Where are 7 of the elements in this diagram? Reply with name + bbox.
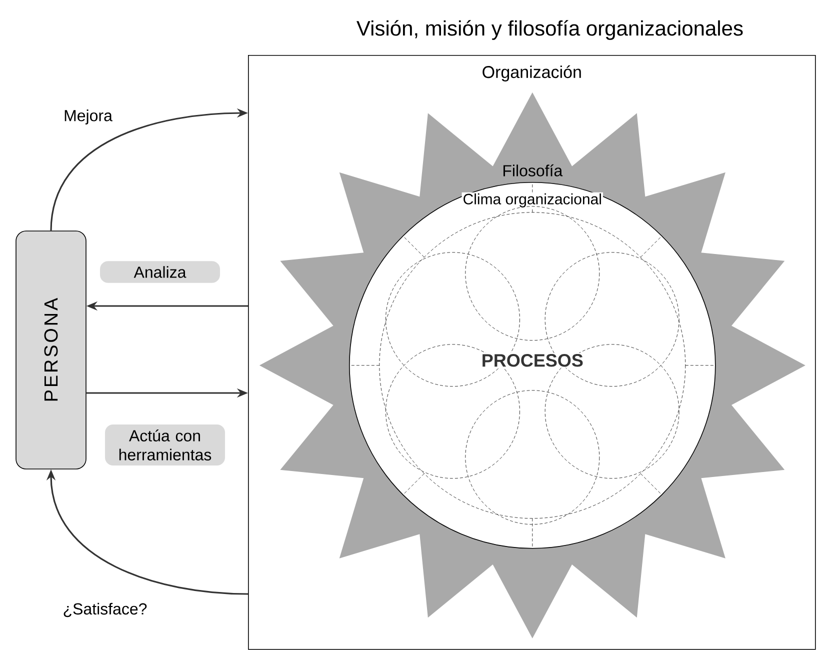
- edge-label: Actúa con herramientas: [105, 424, 225, 466]
- process-circles: PROCESOS: [379, 206, 686, 525]
- edge-label: Analiza: [100, 261, 220, 283]
- person-box: PERSONA: [16, 230, 86, 470]
- edge-label: Mejora: [64, 110, 112, 124]
- title: Visión, misión y filosofía organizacionales: [356, 20, 743, 40]
- edge-label: ¿Satisface?: [64, 602, 147, 618]
